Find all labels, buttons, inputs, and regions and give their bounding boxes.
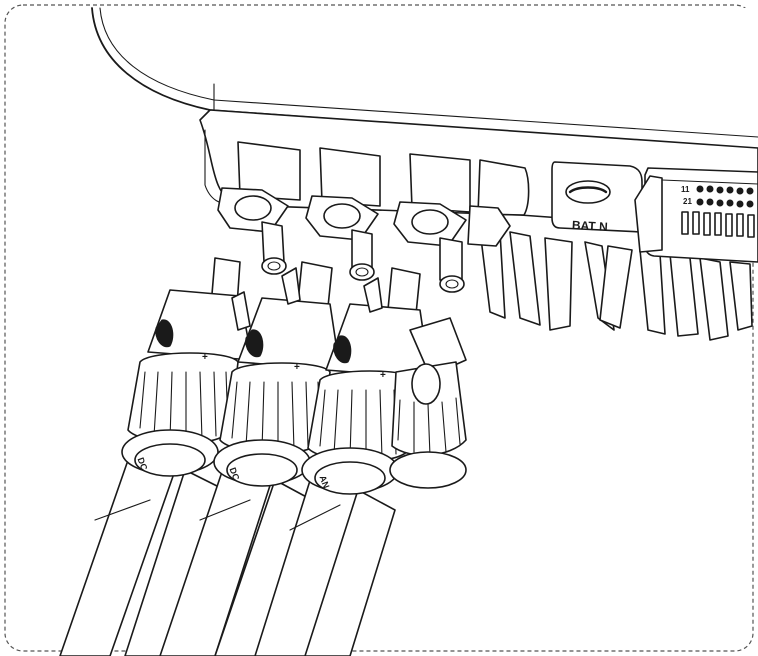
inverter-dc-socket-2 (305, 147, 381, 281)
bat-n-port: BAT N (551, 161, 643, 234)
locking-tabs (231, 267, 383, 331)
cable-mark-dc-3: AN (318, 474, 332, 490)
cable-mark-dc-2: DC (228, 466, 242, 482)
pin-index-right: 21 (683, 197, 692, 206)
inverter-dc-socket-4 (467, 159, 530, 247)
dc-socket-connector-4 (389, 317, 467, 489)
cable-mark-dc-1: DC (136, 456, 150, 472)
dc-plug-connector-3: AN + (301, 267, 431, 495)
polarity-mark-3: + (380, 370, 386, 381)
polarity-mark-2: + (294, 362, 300, 373)
communication-terminal: 11 21 (634, 167, 758, 263)
dc-cables (59, 439, 396, 656)
polarity-mark-1: + (202, 352, 208, 363)
dashed-frame (4, 4, 754, 652)
heat-sink-fins (479, 229, 753, 341)
pin-index-left: 11 (681, 185, 690, 194)
port-label: BAT N (572, 218, 608, 234)
terminal-pins (681, 185, 755, 238)
inverter-dc-socket-3 (393, 153, 471, 293)
inverter-dc-socket-1 (217, 141, 301, 275)
